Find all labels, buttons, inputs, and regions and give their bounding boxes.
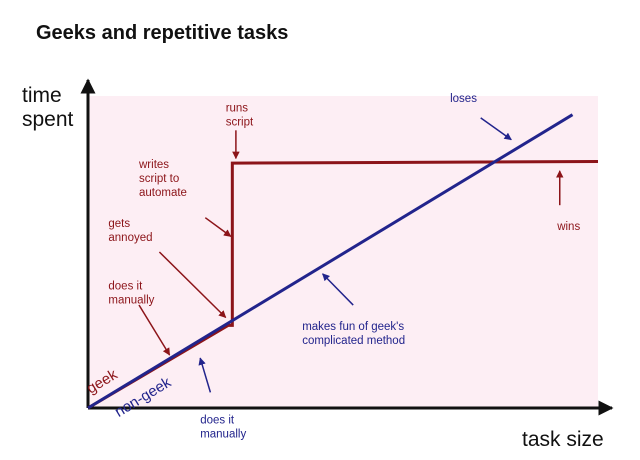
chart-title: Geeks and repetitive tasks (36, 22, 289, 44)
annotation-arrow-makes-fun (322, 273, 354, 306)
series-line-non-geek (87, 113, 574, 410)
annotation-wins: wins (556, 221, 580, 233)
annotation-loses: loses (450, 93, 477, 105)
x-axis-label: task size (522, 428, 604, 451)
annotation-arrow-geek-manually (138, 304, 171, 356)
annotation-arrow-loses (480, 117, 512, 141)
annotation-arrow-gets-annoyed (158, 251, 227, 319)
annotation-arrow-writes-script (204, 217, 232, 238)
annotation-arrow-nongeek-manually (198, 357, 212, 393)
